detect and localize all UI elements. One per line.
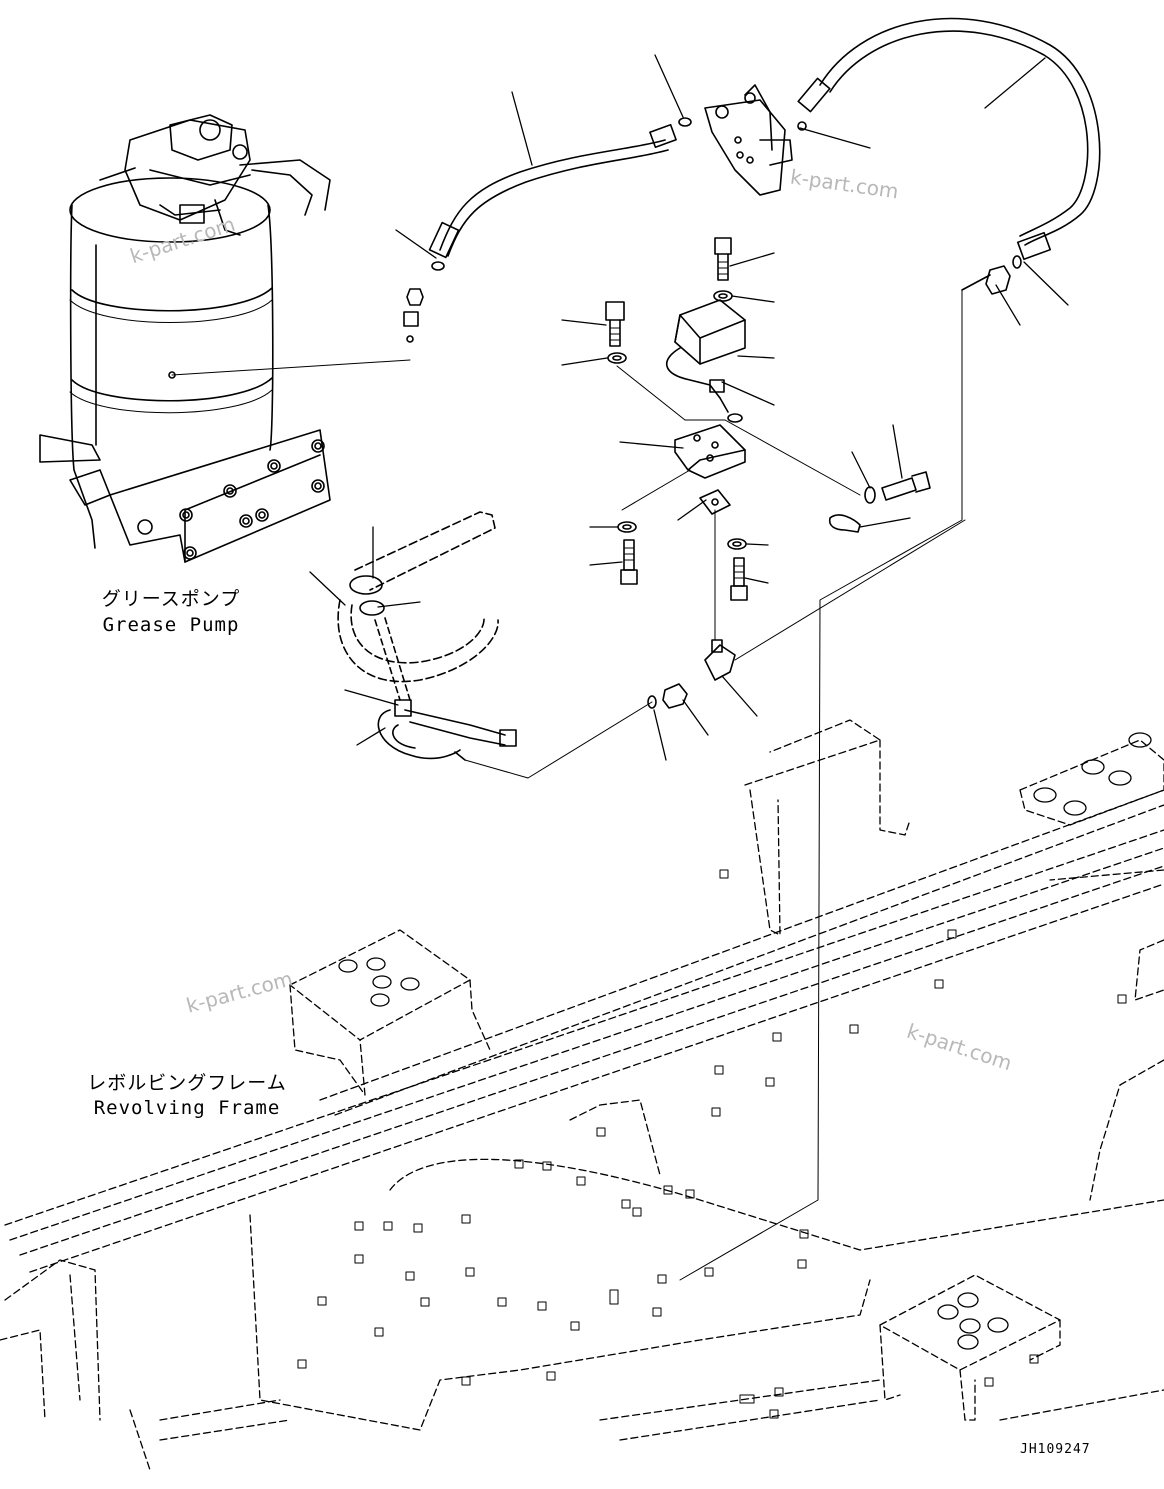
grease-pump-label-jp: グリースポンプ: [101, 588, 241, 610]
hose-lower-left: [337, 511, 653, 779]
hose-long-right: [679, 17, 1101, 1281]
drawing-code: JH109247: [1020, 1442, 1091, 1457]
revolving-frame: [0, 719, 1164, 1471]
revolving-frame-label-en: Revolving Frame: [93, 1097, 281, 1119]
frame-holes: [297, 732, 1152, 1419]
callout-leaders: [309, 54, 1069, 761]
bracket-assembly: [605, 237, 966, 709]
lubricator-valve: [704, 84, 807, 196]
grease-pump: [39, 114, 411, 563]
hose-upper-middle: [403, 117, 692, 343]
revolving-frame-label-jp: レボルビングフレーム: [87, 1072, 287, 1094]
grease-pump-label-en: Grease Pump: [102, 614, 240, 636]
